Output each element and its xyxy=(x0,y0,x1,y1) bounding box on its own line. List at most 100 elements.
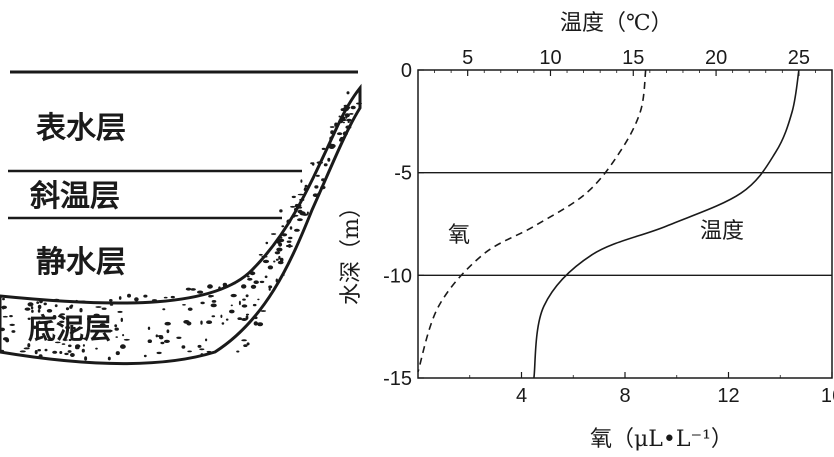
oxygen-curve xyxy=(417,69,647,373)
sediment-speck xyxy=(286,220,290,225)
sediment-speck xyxy=(81,337,89,340)
sediment-speck xyxy=(27,317,31,320)
bottom-tick-label: 8 xyxy=(619,385,630,407)
sediment-speck xyxy=(36,301,40,304)
sediment-speck xyxy=(70,304,74,308)
layer-label-still: 静水层 xyxy=(36,245,126,280)
sediment-speck xyxy=(68,344,72,348)
sediment-speck xyxy=(147,339,152,344)
sediment-speck xyxy=(310,162,314,165)
sediment-speck xyxy=(253,321,258,326)
sediment-speck xyxy=(260,310,267,312)
sediment-speck xyxy=(243,344,248,347)
sediment-speck xyxy=(277,260,284,265)
layer-label-surface: 表水层 xyxy=(36,111,126,146)
layer-label-sediment: 底泥层 xyxy=(28,312,112,345)
sediment-speck xyxy=(291,195,296,199)
sediment-speck xyxy=(278,242,283,247)
sediment-speck xyxy=(123,338,130,341)
sediment-speck xyxy=(46,309,53,313)
sediment-speck xyxy=(275,258,279,261)
sediment-speck xyxy=(72,326,76,330)
sediment-speck xyxy=(197,290,204,294)
sediment-speck xyxy=(207,284,213,289)
sediment-speck xyxy=(210,303,217,308)
sediment-speck xyxy=(315,174,320,177)
sediment-speck xyxy=(205,338,208,342)
sediment-speck xyxy=(93,313,100,317)
sediment-speck xyxy=(134,297,139,302)
sediment-speck xyxy=(329,136,333,142)
y-tick-label: -15 xyxy=(383,368,412,390)
sediment-speck xyxy=(166,329,170,334)
sediment-speck xyxy=(289,226,293,230)
sediment-speck xyxy=(200,353,204,356)
sediment-speck xyxy=(249,271,256,276)
sediment-speck xyxy=(95,306,102,308)
sediment-speck xyxy=(182,304,186,306)
sediment-speck xyxy=(64,352,69,356)
y-axis-ticks: 0-5-10-15 xyxy=(383,60,424,390)
sediment-speck xyxy=(65,326,70,330)
bottom-tick-label: 16 xyxy=(821,385,834,407)
data-curves xyxy=(417,69,800,379)
sediment-speck xyxy=(246,275,250,278)
sediment-speck xyxy=(237,317,242,320)
sediment-speck xyxy=(288,236,293,240)
sediment-speck xyxy=(313,194,320,197)
bottom-axis-title: 氧（μL•L⁻¹） xyxy=(590,427,733,452)
sediment-speck xyxy=(281,233,288,237)
sediment-speck xyxy=(297,193,305,196)
sediment-speck xyxy=(61,343,66,345)
sediment-speck xyxy=(127,293,131,298)
sediment-speck xyxy=(163,296,168,299)
sediment-speck xyxy=(77,326,83,330)
sediment-speck xyxy=(320,185,326,190)
sediment-speck xyxy=(200,301,205,305)
sediment-speck xyxy=(220,314,223,318)
sediment-speck xyxy=(120,317,124,322)
sediment-speck xyxy=(156,351,162,355)
sediment-speck xyxy=(274,251,281,255)
sediment-speck xyxy=(24,307,31,311)
sediment-speck xyxy=(257,298,260,301)
sediment-speck xyxy=(2,307,5,310)
top-tick-label: 5 xyxy=(462,47,473,69)
sediment-speck xyxy=(328,143,332,146)
sediment-speck xyxy=(340,118,347,122)
sediment-speck xyxy=(279,236,283,239)
sediment-speck xyxy=(118,296,122,300)
sediment-speck xyxy=(279,257,284,262)
sediment-speck xyxy=(38,354,43,359)
sediment-speck xyxy=(176,336,182,339)
sediment-speck xyxy=(286,244,291,248)
sediment-speck xyxy=(187,350,192,353)
sediment-speck xyxy=(190,288,196,291)
sediment-speck xyxy=(211,300,217,303)
sediment-speck xyxy=(241,339,248,342)
sediment-speck xyxy=(294,207,298,212)
sediment-speck xyxy=(342,116,346,120)
sediment-speck xyxy=(275,278,278,283)
sediment-speck xyxy=(39,299,43,304)
bottom-axis-ticks: 481216 xyxy=(469,372,834,407)
sediment-speck xyxy=(114,327,119,331)
sediment-speck xyxy=(147,326,151,330)
sediment-speck xyxy=(323,163,328,167)
sediment-speck xyxy=(286,240,292,243)
sediment-speck xyxy=(267,265,274,270)
sediment-speck xyxy=(115,336,118,338)
sediment-speck xyxy=(164,321,171,326)
sediment-speck xyxy=(327,157,331,162)
sediment-speck xyxy=(11,330,16,333)
sediment-speck xyxy=(54,304,58,308)
sediment-speck xyxy=(157,335,163,338)
sediment-speck xyxy=(346,91,350,95)
sediment-speck xyxy=(245,294,249,298)
sediment-speck xyxy=(209,295,214,297)
sediment-speck xyxy=(170,295,175,299)
sediment-speck xyxy=(314,185,319,189)
sediment-speck xyxy=(69,331,74,334)
sediment-speck xyxy=(82,344,85,347)
